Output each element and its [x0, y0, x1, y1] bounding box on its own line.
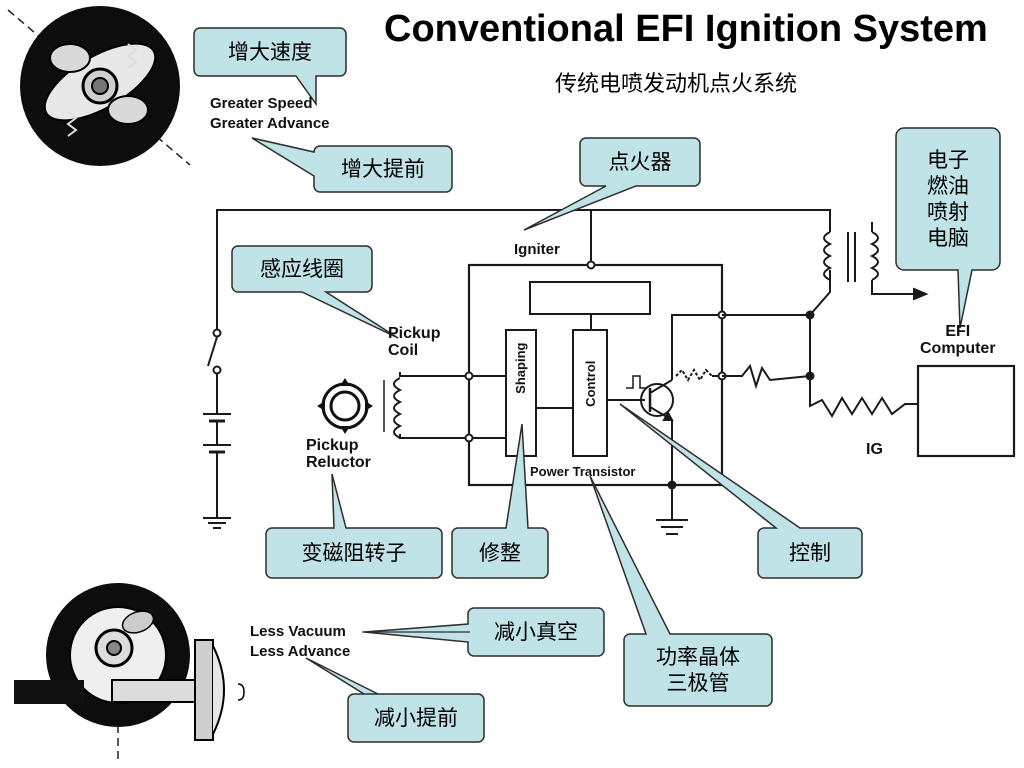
label-control: Control [583, 360, 599, 407]
centrifugal-advance-illustration [7, 6, 191, 166]
label-igniter: Igniter [514, 241, 560, 258]
callout-control-bubble [619, 403, 863, 579]
label-less-vacuum: Less Vacuum [250, 623, 346, 640]
callout-increase-speed: 增大速度 [228, 39, 312, 64]
label-power-transistor: Power Transistor [530, 464, 636, 479]
callout-reduce-advance-bubble [305, 657, 485, 743]
page-subtitle: 传统电喷发动机点火系统 [555, 72, 798, 97]
callout-shaping-bubble [451, 423, 549, 579]
callout-increase-advance-bubble [251, 137, 453, 193]
label-less-advance: Less Advance [250, 643, 351, 660]
label-efi-computer: EFI Computer [920, 323, 996, 357]
label-shaping: Shaping [513, 342, 529, 394]
reluctor-symbol [317, 378, 373, 434]
callout-reduce-vacuum: 减小真空 [494, 619, 578, 644]
callout-pickup-coil-bubble [231, 245, 399, 339]
label-ig: IG [866, 441, 883, 458]
callout-reluctor-bubble [265, 473, 443, 579]
page-title: Conventional EFI Ignition System [384, 8, 988, 50]
vacuum-advance-illustration [14, 583, 245, 762]
callout-control: 控制 [789, 540, 831, 565]
label-pickup-reluctor: Pickup Reluctor [306, 437, 371, 471]
label-greater-speed: Greater Speed [210, 95, 313, 112]
label-pickup-coil: Pickup Coil [388, 325, 441, 359]
callout-reluctor: 变磁阻转子 [301, 540, 407, 565]
callout-reduce-advance: 减小提前 [374, 705, 458, 730]
callout-igniter: 点火器 [608, 149, 672, 174]
callout-igniter-bubble [523, 137, 701, 231]
callout-shaping: 修整 [479, 540, 521, 565]
callout-power-transistor-bubble [589, 475, 773, 707]
callout-increase-advance: 增大提前 [341, 156, 425, 181]
callout-increase-speed-bubble [193, 27, 347, 107]
callout-pickup-coil: 感应线圈 [260, 256, 344, 281]
callout-power-transistor: 功率晶体 三极管 [656, 644, 740, 695]
callout-reduce-vacuum-bubble [363, 607, 605, 657]
igniter-circuit [203, 209, 1016, 535]
label-greater-advance: Greater Advance [210, 115, 330, 132]
callout-efi-computer-bubble [895, 127, 1001, 329]
callout-efi-computer: 电子 燃油 喷射 电脑 [927, 147, 969, 251]
